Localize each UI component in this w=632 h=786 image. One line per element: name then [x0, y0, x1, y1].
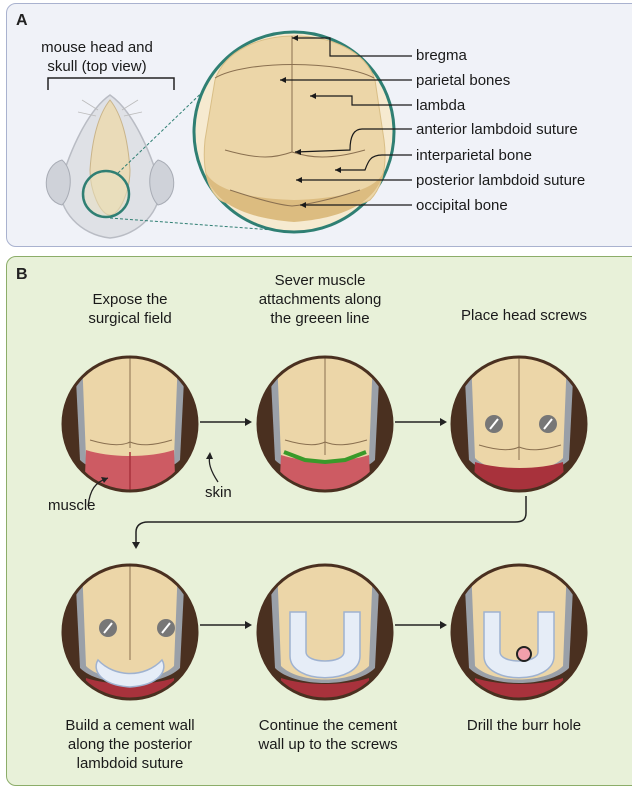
- step-5-skull: [258, 565, 392, 710]
- step-1-skull: [63, 357, 197, 500]
- annotation-muscle: muscle: [48, 497, 96, 515]
- step-2-skull: [258, 357, 392, 500]
- step-4-skull: [63, 565, 197, 710]
- skin-pointer: [209, 456, 218, 482]
- step-6-skull: [452, 565, 586, 710]
- step-3-skull: [452, 357, 586, 500]
- burr-hole: [517, 647, 531, 661]
- annotation-skin: skin: [205, 484, 232, 502]
